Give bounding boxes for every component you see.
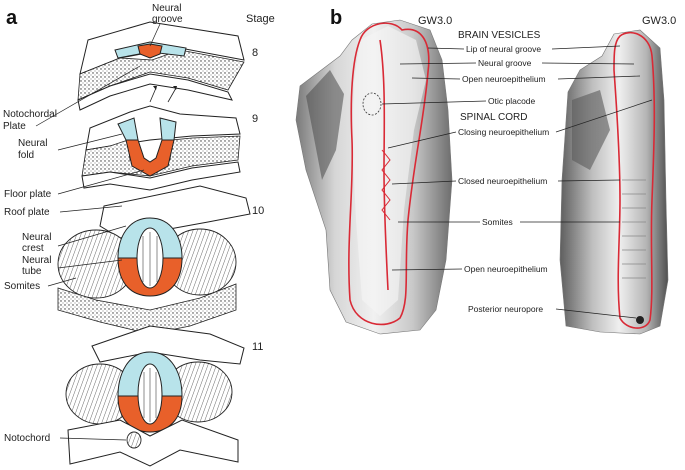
label-neural-crest-l2: crest bbox=[22, 243, 44, 254]
label-neural-tube-l1: Neural bbox=[22, 255, 51, 266]
label-notochord: Notochord bbox=[4, 433, 50, 444]
stage-8-label: 8 bbox=[252, 47, 258, 59]
right-neural-tube-outline bbox=[613, 31, 656, 329]
right-embryo-image bbox=[559, 29, 669, 335]
leader-neural-fold bbox=[57, 133, 123, 151]
leader-floor-plate bbox=[57, 169, 145, 195]
left-neural-plate-outline bbox=[348, 22, 430, 326]
label-somites-a: Somites bbox=[4, 281, 40, 292]
age-right: GW3.0 bbox=[642, 15, 676, 27]
label-floor-plate: Floor plate bbox=[4, 189, 52, 200]
leader-somites-a bbox=[47, 277, 77, 287]
leader-notochord bbox=[59, 437, 127, 441]
leader-closing-neuroepithelium bbox=[387, 99, 653, 149]
leader-closed-neuroepithelium bbox=[391, 179, 621, 185]
label-brain-vesicles: BRAIN VESICLES bbox=[458, 30, 541, 41]
label-otic-placode: Otic placode bbox=[488, 96, 536, 106]
label-neural-crest-l1: Neural bbox=[22, 232, 51, 243]
stage-9-label: 9 bbox=[252, 113, 258, 125]
stage-8-sketch bbox=[77, 21, 245, 111]
label-neural-groove-l1: Neural bbox=[152, 3, 181, 14]
otic-placode-outline bbox=[362, 92, 382, 116]
label-somites-b: Somites bbox=[482, 217, 513, 227]
label-neural-tube-l2: tube bbox=[22, 266, 42, 277]
leader-open-neuroepithelium-bottom bbox=[391, 268, 463, 271]
leader-neural-groove-b bbox=[399, 62, 635, 65]
label-lip-of-neural-groove: Lip of neural groove bbox=[466, 44, 541, 54]
label-notochordal-l2: Plate bbox=[3, 121, 26, 132]
panel-a: a Stage 8 Neural groove bbox=[3, 3, 275, 467]
stage-header: Stage bbox=[246, 13, 275, 25]
left-midline-groove bbox=[379, 39, 389, 291]
stage-11-sketch bbox=[65, 325, 245, 467]
label-spinal-cord: SPINAL CORD bbox=[460, 112, 527, 123]
leader-roof-plate bbox=[59, 205, 123, 213]
label-roof-plate: Roof plate bbox=[4, 207, 50, 218]
panel-b-letter: b bbox=[330, 7, 342, 29]
label-neural-groove-b: Neural groove bbox=[478, 58, 532, 68]
leader-neural-crest bbox=[57, 225, 127, 247]
label-open-neuroepithelium-bottom: Open neuroepithelium bbox=[464, 264, 548, 274]
label-neural-fold-l2: fold bbox=[18, 150, 34, 161]
leader-neural-groove bbox=[149, 23, 161, 47]
label-closing-neuroepithelium: Closing neuroepithelium bbox=[458, 127, 549, 137]
leader-posterior-neuropore bbox=[555, 308, 637, 319]
label-posterior-neuropore: Posterior neuropore bbox=[468, 304, 543, 314]
leader-open-neuroepithelium-top bbox=[411, 75, 641, 80]
age-left: GW3.0 bbox=[418, 15, 452, 27]
panel-b: b GW3.0 GW3.0 BRAIN VESICLES Lip of neur… bbox=[295, 7, 676, 335]
stage-11-label: 11 bbox=[252, 341, 263, 353]
label-neural-groove-l2: groove bbox=[152, 14, 183, 25]
transition-arrows bbox=[149, 86, 177, 103]
left-embryo-image bbox=[295, 19, 453, 335]
leader-lip-of-neural-groove bbox=[427, 45, 621, 50]
leader-neural-tube bbox=[57, 259, 123, 269]
stage-9-sketch bbox=[81, 105, 241, 191]
posterior-neuropore-mark bbox=[636, 316, 644, 324]
leader-otic-placode bbox=[381, 100, 487, 105]
leader-notochordal bbox=[35, 65, 141, 127]
stage-10-label: 10 bbox=[252, 205, 264, 217]
label-closed-neuroepithelium: Closed neuroepithelium bbox=[458, 176, 547, 186]
label-open-neuroepithelium-top: Open neuroepithelium bbox=[462, 74, 546, 84]
stage-10-sketch bbox=[57, 185, 251, 335]
label-neural-fold-l1: Neural bbox=[18, 138, 47, 149]
label-notochordal-l1: Notochordal bbox=[3, 109, 57, 120]
panel-a-letter: a bbox=[6, 7, 18, 29]
